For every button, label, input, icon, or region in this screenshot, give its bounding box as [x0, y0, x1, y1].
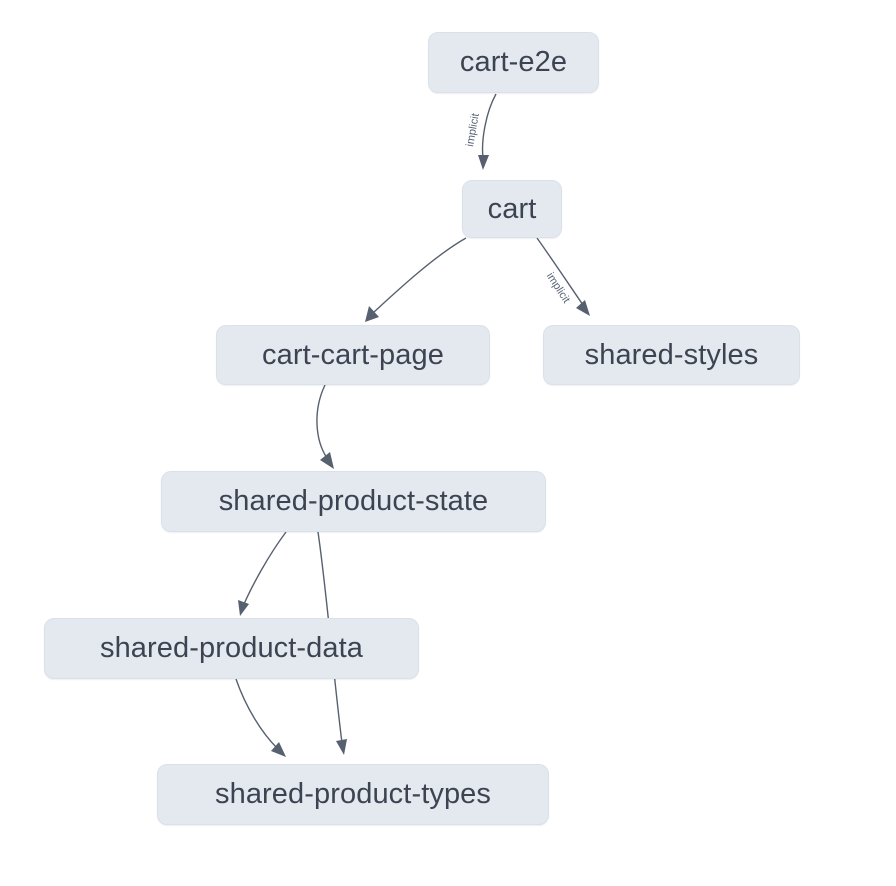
graph-edge-cart-to-cart-cart-page	[373, 237, 467, 313]
graph-edge-arrowhead-icon	[336, 739, 347, 755]
graph-node-shared-product-data[interactable]: shared-product-data	[44, 618, 419, 679]
graph-node-label: shared-product-data	[99, 632, 364, 664]
graph-edge-label: implicit	[543, 270, 573, 306]
graph-node-label: cart-cart-page	[262, 338, 444, 371]
graph-edge-arrowhead-icon	[238, 600, 249, 616]
graph-edge-arrowhead-icon	[478, 155, 489, 170]
graph-node-shared-product-types[interactable]: shared-product-types	[157, 764, 549, 825]
graph-edge-cart-e2e-to-cart	[481, 93, 497, 159]
graph-edge-arrowhead-icon	[365, 306, 379, 322]
graph-edge-arrowhead-icon	[271, 742, 286, 757]
graph-node-cart-e2e[interactable]: cart-e2e	[428, 32, 599, 93]
graph-node-cart[interactable]: cart	[462, 180, 562, 238]
graph-node-label: shared-styles	[584, 338, 759, 371]
graph-node-label: cart	[487, 192, 537, 225]
graph-node-shared-styles[interactable]: shared-styles	[543, 325, 800, 385]
graph-edge-shared-product-data-to-shared-product-types	[235, 678, 278, 749]
graph-edge-cart-cart-page-to-shared-product-state	[316, 384, 328, 459]
graph-edge-shared-product-state-to-shared-product-data	[243, 531, 287, 605]
graph-edge-label: implicit	[464, 112, 482, 148]
graph-node-label: cart-e2e	[459, 46, 568, 78]
graph-node-label: shared-product-state	[218, 485, 489, 517]
graph-node-shared-product-state[interactable]: shared-product-state	[161, 471, 546, 532]
graph-node-label: shared-product-types	[214, 778, 492, 810]
graph-edge-arrowhead-icon	[576, 300, 590, 316]
graph-node-cart-cart-page[interactable]: cart-cart-page	[216, 325, 490, 385]
graph-edge-arrowhead-icon	[320, 452, 334, 469]
